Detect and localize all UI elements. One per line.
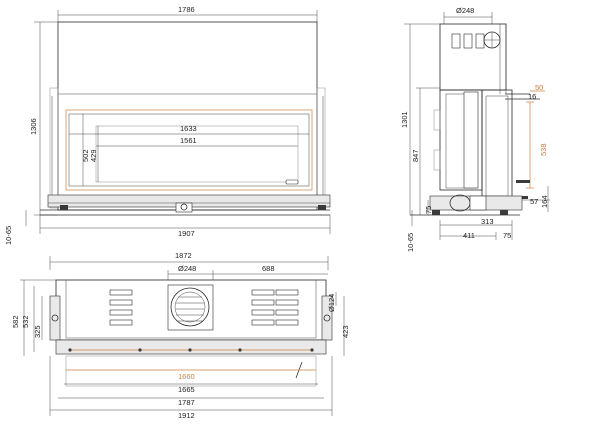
dim-side-411: 411 [463,231,475,240]
dim-top-532: 532 [21,315,30,328]
dim-front-1786: 1786 [178,5,195,14]
dim-front-1306: 1306 [29,118,38,135]
dim-side-538: 538 [539,143,548,156]
dim-top-325: 325 [33,325,42,338]
dim-top-423: 423 [341,325,350,338]
dim-front-leg-range: 10-65 [4,226,13,245]
dim-top-1787: 1787 [178,398,195,407]
dim-front-1633: 1633 [180,124,197,133]
dim-top-1872: 1872 [175,251,192,260]
dim-side-16: 16 [528,92,536,101]
dim-side-57: 57 [530,197,538,206]
dim-side-75-left: 75 [424,206,433,214]
dim-front-429: 429 [89,149,98,162]
dim-side-leg-range: 10-65 [406,233,415,252]
dim-side-flue: Ø248 [456,6,474,15]
dim-side-164: 164 [540,195,549,208]
dim-side-75-bottom: 75 [503,231,511,240]
dim-top-688: 688 [262,264,275,273]
dim-side-847: 847 [411,149,420,162]
dim-side-313: 313 [481,217,494,226]
dim-top-air: Ø124 [327,294,336,312]
dim-top-1665: 1665 [178,385,195,394]
dim-side-50: 50 [535,83,543,92]
front-view: 1786 1306 1633 1561 502 429 [4,5,331,245]
dim-side-1301: 1301 [400,111,409,128]
dim-top-582: 582 [11,315,20,328]
side-view: Ø248 50 16 538 57 [400,6,550,252]
dim-front-1907: 1907 [178,229,195,238]
dim-top-flue: Ø248 [178,264,196,273]
dim-top-1660: 1660 [178,372,195,381]
dim-front-502: 502 [81,149,90,162]
top-view: 1872 Ø248 688 [11,251,350,420]
dim-top-1912: 1912 [178,411,195,420]
dim-front-1561: 1561 [180,136,197,145]
